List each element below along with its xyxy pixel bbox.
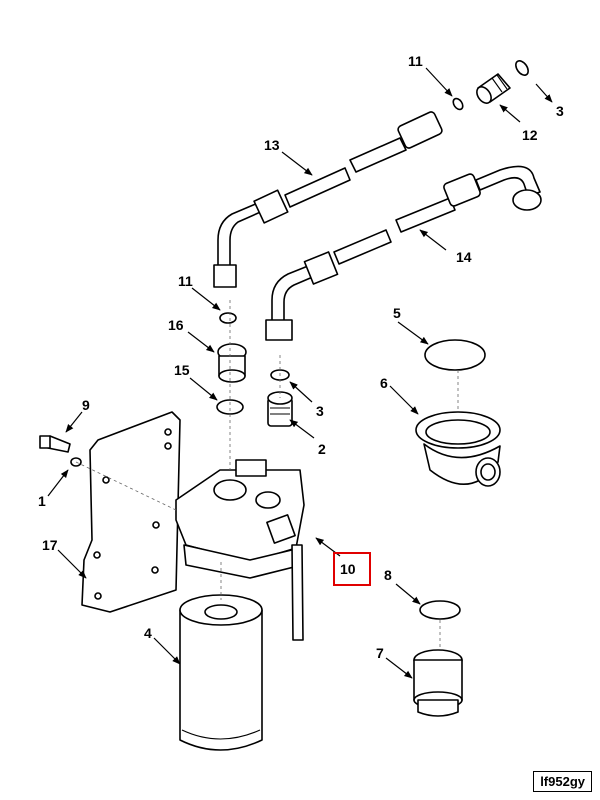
hose-13 (213, 111, 443, 288)
callout-10: 10 (340, 561, 356, 577)
bowl-6 (415, 411, 501, 487)
drain-tube (291, 544, 304, 641)
o-ring-11 (219, 312, 237, 324)
callout-1: 1 (38, 493, 46, 509)
leader-lines (47, 67, 553, 679)
callout-12: 12 (522, 127, 538, 143)
callout-2: 2 (318, 441, 326, 457)
callout-7: 7 (376, 645, 384, 661)
filter-head (175, 459, 305, 579)
o-ring-11-top (452, 97, 464, 111)
callout-9: 9 (82, 397, 90, 413)
callout-5: 5 (393, 305, 401, 321)
callout-13: 13 (264, 137, 280, 153)
fitting-7 (413, 649, 463, 717)
callout-8: 8 (384, 567, 392, 583)
callout-3-top: 3 (556, 103, 564, 119)
callout-11: 11 (178, 273, 193, 289)
callout-16: 16 (168, 317, 184, 333)
bracket-17 (81, 411, 181, 613)
callout-17: 17 (42, 537, 58, 553)
callout-14: 14 (456, 249, 472, 265)
figure-code: lf952gy (533, 771, 592, 792)
o-ring-3-top (515, 60, 529, 76)
hose-14 (265, 165, 542, 341)
callout-10-highlight-box (333, 552, 371, 586)
callout-15: 15 (174, 362, 190, 378)
fitting-12 (476, 73, 511, 104)
bolt-9 (39, 435, 71, 453)
fitting-16 (217, 343, 247, 383)
callout-4: 4 (144, 625, 152, 641)
callout-11-top: 11 (408, 53, 423, 69)
callout-6: 6 (380, 375, 388, 391)
filter-4 (179, 594, 263, 751)
gasket-5 (424, 339, 486, 371)
callout-3: 3 (316, 403, 324, 419)
o-ring-8 (419, 600, 461, 620)
